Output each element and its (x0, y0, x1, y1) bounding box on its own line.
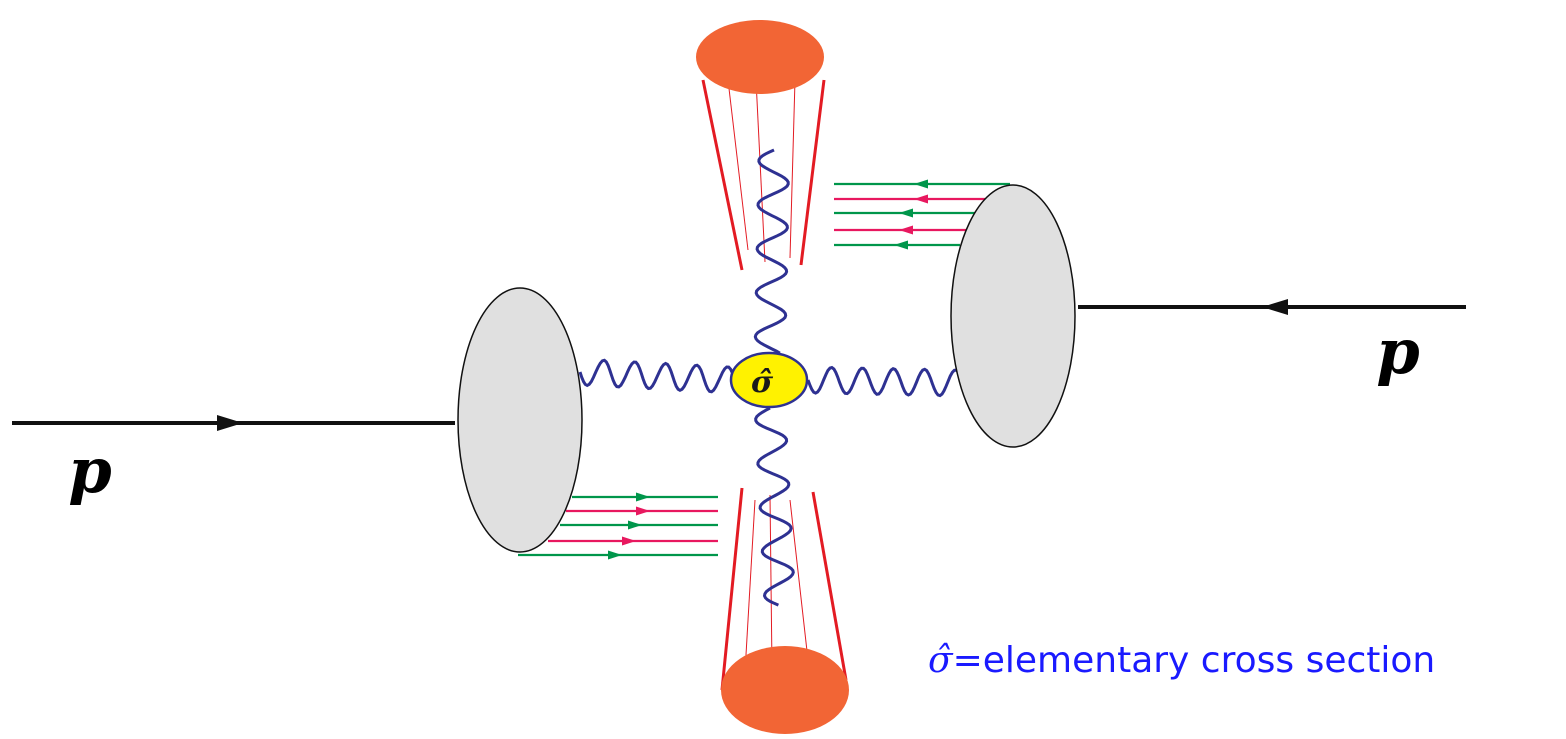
quark-arrow-icon (628, 520, 642, 530)
spectator-quark-line (572, 492, 718, 502)
bottom-jet-line (811, 491, 848, 681)
bottom-jet-blob (721, 646, 849, 734)
top-jet (696, 20, 826, 271)
right-beam-arrow-icon (1262, 299, 1288, 315)
quark-arrow-icon (636, 492, 650, 502)
spectator-quark-line (834, 225, 968, 235)
right-spectator-quarks (834, 179, 1010, 250)
top-jet-line (727, 79, 749, 251)
quark-arrow-icon (914, 194, 928, 204)
left-beam (12, 415, 455, 431)
left-beam-arrow-icon (217, 415, 243, 431)
bottom-jet-line (789, 499, 809, 661)
spectator-quark-line (834, 194, 990, 204)
bottom-jet-lines (720, 487, 848, 691)
quark-arrow-icon (899, 225, 913, 235)
proton-left-label: p (68, 434, 111, 507)
bottom-jet-line (744, 499, 756, 673)
caption-equals: = (952, 640, 983, 681)
spectator-quark-line (548, 536, 718, 546)
top-jet-lines (701, 79, 826, 271)
top-jet-line (755, 79, 766, 263)
spectator-quark-line (834, 179, 1010, 189)
left-proton-blob (457, 287, 583, 553)
spectator-quark-line (518, 550, 718, 560)
spectator-quark-line (834, 240, 960, 250)
quark-arrow-icon (914, 179, 928, 189)
caption-text: elementary cross section (982, 640, 1436, 681)
left-spectator-quarks (518, 492, 718, 560)
spectator-quark-line (560, 520, 718, 530)
top-jet-line (789, 79, 796, 259)
quark-arrow-icon (894, 240, 908, 250)
gluon-top (753, 148, 790, 355)
bottom-jet-line (769, 494, 773, 669)
gluon-bottom (754, 406, 795, 607)
caption: σ̂=elementary cross section (928, 640, 1435, 681)
gluon-left (578, 358, 734, 394)
proton-right-label: p (1376, 315, 1419, 388)
quark-arrow-icon (622, 536, 636, 546)
top-jet-line (799, 79, 826, 266)
bottom-jet (720, 487, 849, 734)
quark-arrow-icon (636, 506, 650, 516)
quark-arrow-icon (899, 208, 913, 218)
top-jet-line (701, 79, 744, 271)
hard-scattering-vertex: σ̂ (729, 351, 809, 409)
top-jet-blob (696, 20, 824, 94)
gluon-right (806, 365, 960, 398)
spectator-quark-line (834, 208, 975, 218)
spectator-quark-line (566, 506, 718, 516)
gluon-lines (578, 148, 960, 607)
right-beam (1078, 299, 1466, 315)
sigma-hat-label: σ̂ (751, 365, 774, 400)
right-proton-blob (950, 184, 1076, 448)
quark-arrow-icon (608, 550, 622, 560)
bottom-jet-line (720, 487, 744, 691)
vertex-circle (729, 351, 809, 409)
caption-symbol: σ̂ (928, 640, 953, 681)
